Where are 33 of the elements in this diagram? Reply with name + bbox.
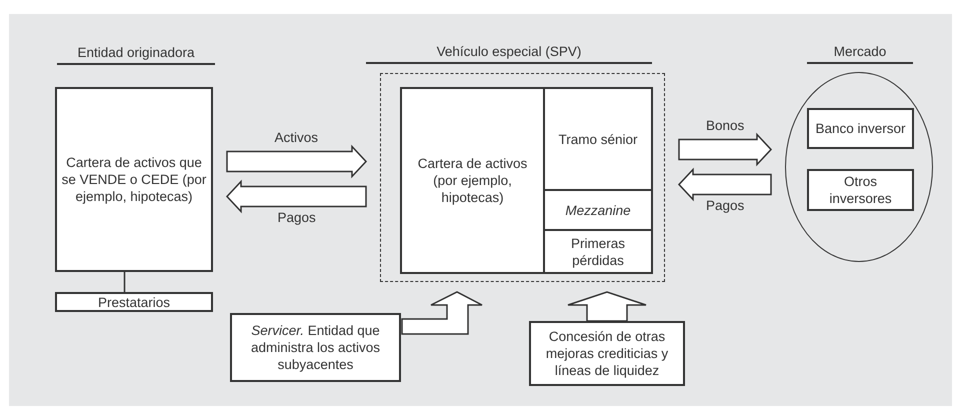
edge-label: Pagos	[278, 210, 316, 224]
edge-label: Pagos	[706, 198, 744, 212]
table-cell	[400, 87, 545, 274]
node-text: Prestatarios	[96, 294, 172, 310]
table-cell	[543, 87, 653, 191]
block-arrow	[567, 291, 647, 322]
edge-label: Activos	[274, 130, 318, 144]
table-cell	[543, 229, 653, 274]
node-text: Servicer. Entidad que administra los activos subyacentes	[250, 322, 382, 373]
node-text: Cartera de activos que se VENDE o CEDE (por ejemplo, hipotecas)	[60, 154, 208, 205]
node-text: Mezzanine	[564, 202, 632, 218]
section-heading: Entidad originadora	[57, 44, 215, 65]
section-heading: Mercado	[807, 43, 913, 64]
connector-line	[124, 272, 126, 292]
table-cell	[543, 189, 653, 231]
process-box	[807, 108, 914, 149]
process-box	[55, 292, 213, 312]
edge-label: Bonos	[706, 118, 744, 132]
node-text: Banco inversor	[814, 120, 907, 137]
node-text: Otros inversores	[828, 173, 893, 207]
node-text: Tramo sénior	[557, 130, 639, 148]
node-text: Cartera de activos (por ejemplo, hipotecas)	[416, 155, 528, 206]
node-text: Concesión de otras mejoras crediticias y líneas de liquidez	[544, 328, 670, 379]
block-arrow	[678, 132, 772, 166]
section-heading: Vehículo especial (SPV)	[366, 43, 652, 64]
block-arrow	[401, 291, 483, 335]
note-box	[529, 321, 685, 386]
block-arrow	[678, 168, 772, 202]
process-box	[807, 169, 914, 211]
block-arrow	[226, 144, 368, 178]
node-text: Primeras pérdidas	[570, 234, 626, 268]
note-box	[230, 313, 401, 382]
block-arrow	[226, 180, 367, 214]
